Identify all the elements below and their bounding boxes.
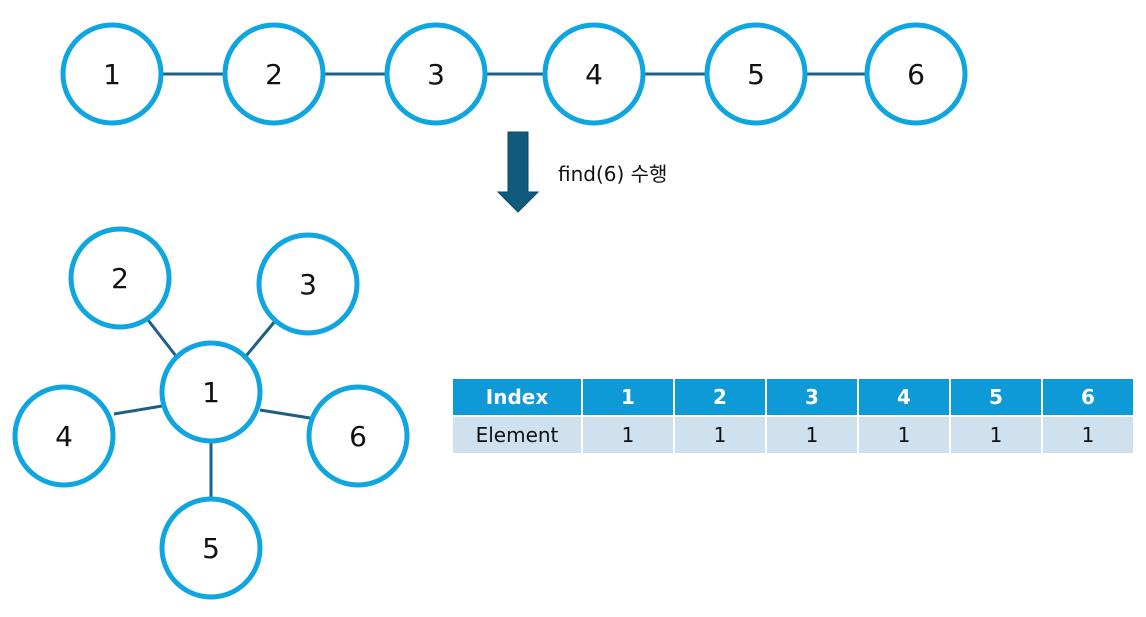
star-node-2: 2 (68, 226, 172, 330)
node-label: 3 (427, 58, 445, 91)
table-header-cell: 6 (1042, 379, 1135, 416)
star-node-5: 5 (159, 496, 263, 600)
star-edge (259, 408, 311, 420)
table-header-row: Index 1 2 3 4 5 6 (453, 379, 1135, 416)
table-cell: 1 (582, 415, 675, 453)
star-node-6: 6 (306, 384, 410, 488)
table-row: Element 1 1 1 1 1 1 (453, 415, 1135, 453)
star-edge (146, 319, 178, 357)
step-label: find(6) 수행 (558, 162, 667, 186)
table-header-cell: Index (453, 379, 583, 416)
star-edge (113, 404, 163, 416)
chain-node-5: 5 (704, 22, 808, 126)
chain-node-6: 6 (864, 22, 968, 126)
chain-node-2: 2 (222, 22, 326, 126)
node-label: 2 (265, 58, 283, 91)
node-label: 4 (585, 58, 603, 91)
chain-node-3: 3 (384, 22, 488, 126)
parent-array-table: Index 1 2 3 4 5 6 Element 1 1 1 1 1 1 (453, 379, 1135, 453)
star-node-3: 3 (256, 232, 360, 336)
chain-node-4: 4 (542, 22, 646, 126)
table-cell: 1 (1042, 415, 1135, 453)
node-label: 1 (103, 58, 121, 91)
down-arrow-icon (496, 131, 540, 213)
table-cell: 1 (950, 415, 1043, 453)
node-label: 5 (202, 532, 220, 565)
table-header-cell: 3 (766, 379, 859, 416)
star-node-4: 4 (12, 384, 116, 488)
table-cell: 1 (766, 415, 859, 453)
table-header-cell: 1 (582, 379, 675, 416)
node-label: 4 (55, 420, 73, 453)
table-cell: 1 (674, 415, 767, 453)
node-label: 6 (349, 420, 367, 453)
star-node-center-1: 1 (159, 340, 263, 444)
star-edge (244, 319, 278, 357)
table-header-cell: 2 (674, 379, 767, 416)
table-cell: 1 (858, 415, 951, 453)
table-header-cell: 5 (950, 379, 1043, 416)
star-edges (113, 319, 311, 498)
node-label: 5 (747, 58, 765, 91)
table-header-cell: 4 (858, 379, 951, 416)
table-row-label: Element (453, 415, 583, 453)
node-label: 3 (299, 268, 317, 301)
node-label: 1 (202, 376, 220, 409)
node-label: 6 (907, 58, 925, 91)
node-label: 2 (111, 262, 129, 295)
chain-node-1: 1 (60, 22, 164, 126)
